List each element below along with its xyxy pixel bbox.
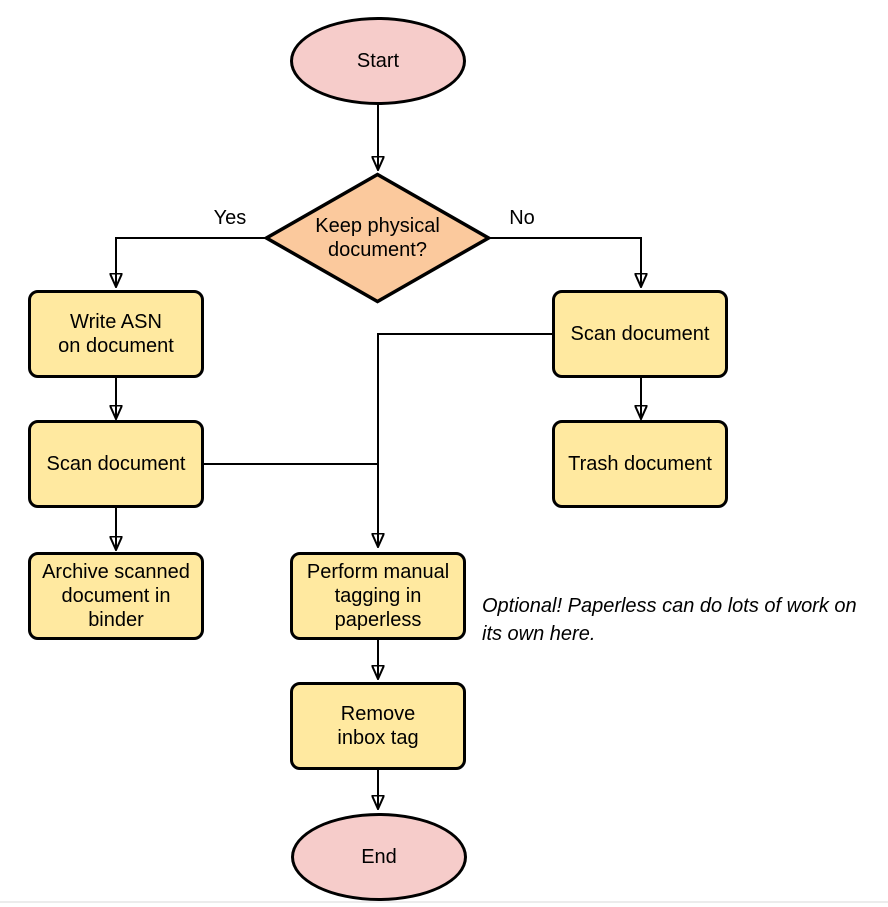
node-scan-document-right-label: Scan document <box>570 323 710 345</box>
node-write-asn: Write ASN on document <box>28 290 204 378</box>
node-scan-document-right: Scan document <box>552 290 728 378</box>
bottom-border-line <box>0 901 888 903</box>
optional-note: Optional! Paperless can do lots of work … <box>482 595 857 645</box>
node-scan-document-left-label: Scan document <box>46 453 186 475</box>
node-decision-label: Keep physical document? <box>315 215 440 261</box>
node-archive-binder: Archive scanned document in binder <box>28 552 204 640</box>
node-start-label: Start <box>356 50 400 72</box>
edge-label-no: No <box>509 207 535 229</box>
node-start: Start <box>290 17 466 105</box>
node-manual-tagging-label: Perform manual tagging in paperless <box>306 561 450 631</box>
node-trash-document: Trash document <box>552 420 728 508</box>
edge-label-yes: Yes <box>213 207 247 229</box>
node-archive-binder-label: Archive scanned document in binder <box>42 561 190 631</box>
decision-diamond-shape <box>264 172 491 304</box>
edge-decision-no <box>489 237 641 286</box>
node-scan-document-left: Scan document <box>28 420 204 508</box>
node-end-label: End <box>361 846 397 868</box>
node-remove-inbox-tag: Remove inbox tag <box>290 682 466 770</box>
edge-scanright-to-tagging <box>378 333 552 546</box>
node-remove-inbox-tag-label: Remove inbox tag <box>337 703 419 749</box>
node-decision: Keep physical document? <box>264 172 491 304</box>
node-end: End <box>291 813 467 901</box>
node-trash-document-label: Trash document <box>568 453 712 475</box>
node-write-asn-label: Write ASN on document <box>58 311 174 357</box>
edge-decision-yes <box>116 237 266 286</box>
node-manual-tagging: Perform manual tagging in paperless <box>290 552 466 640</box>
